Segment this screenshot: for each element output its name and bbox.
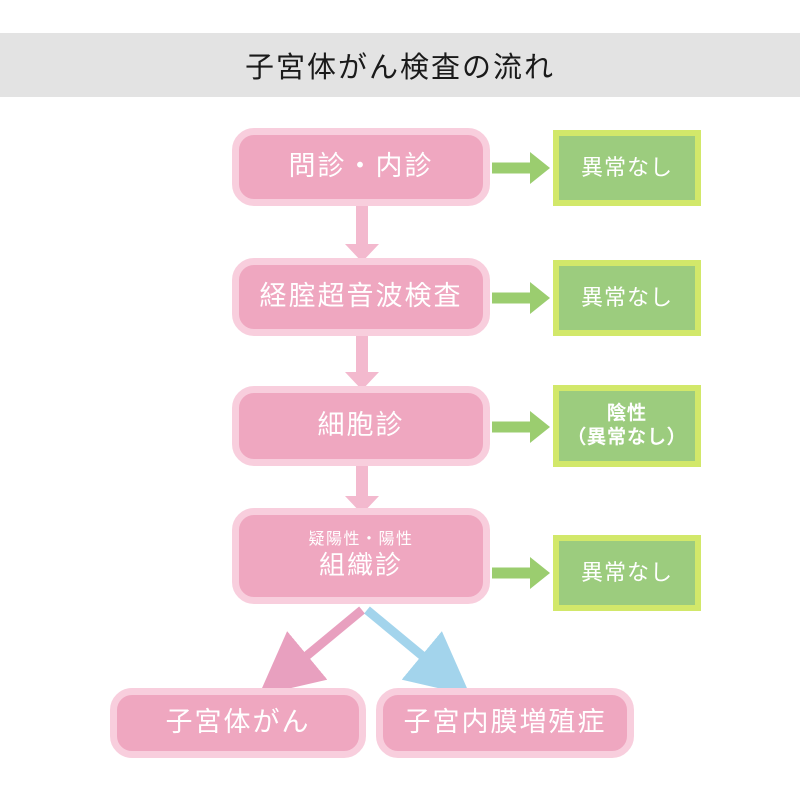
process-label-step-1: 問診・内診 (288, 151, 434, 182)
arrow-shaft (492, 421, 532, 433)
process-label-step-3: 細胞診 (317, 410, 405, 441)
process-label-step-4: 組織診 (318, 550, 403, 581)
connector-step-4-to-result (492, 557, 550, 589)
result-label-step-4-line-1: 異常なし (580, 560, 673, 586)
arrow-head (530, 152, 550, 184)
process-label-step-2: 経腟超音波検査 (259, 281, 463, 312)
result-box-step-2[interactable]: 異常なし (553, 260, 701, 336)
arrow-head (345, 372, 379, 390)
arrow-head (530, 557, 550, 589)
branch-arrow-left (258, 606, 365, 696)
connector-step-1-to-step-2 (330, 206, 394, 264)
process-sublabel-step-4: 疑陽性・陽性 (308, 530, 414, 548)
connector-step-3-to-result (492, 411, 550, 443)
connector-step-2-to-result (492, 282, 550, 314)
arrow-shaft (492, 567, 532, 579)
result-label-step-3-line-1: 陰性 (606, 403, 647, 425)
branch-arrow-right (364, 606, 471, 696)
process-box-step-2[interactable]: 経腟超音波検査 (232, 258, 490, 336)
arrow-head (530, 282, 550, 314)
process-box-step-3[interactable]: 細胞診 (232, 386, 490, 466)
result-box-step-1[interactable]: 異常なし (553, 130, 701, 206)
arrow-shaft (356, 206, 368, 246)
outcome-label-left: 子宮体がん (165, 707, 311, 738)
arrow-head (345, 244, 379, 262)
result-box-step-3[interactable]: 陰性 （異常なし） (553, 385, 701, 467)
arrow-shaft (356, 336, 368, 374)
arrow-shaft (356, 466, 368, 498)
process-box-step-1[interactable]: 問診・内診 (232, 128, 490, 206)
arrow-shaft (492, 292, 532, 304)
result-label-step-2-line-1: 異常なし (580, 285, 673, 311)
arrow-shaft (492, 162, 532, 174)
outcome-label-right: 子宮内膜増殖症 (403, 707, 607, 738)
result-box-step-4[interactable]: 異常なし (553, 535, 701, 611)
connector-step-2-to-step-3 (330, 336, 394, 392)
connector-step-1-to-result (492, 152, 550, 184)
arrow-head (530, 411, 550, 443)
outcome-box-right[interactable]: 子宮内膜増殖症 (376, 688, 634, 758)
header-band: 子宮体がん検査の流れ (0, 33, 800, 97)
outcome-box-left[interactable]: 子宮体がん (110, 688, 366, 758)
result-label-step-1-line-1: 異常なし (580, 155, 673, 181)
page-title: 子宮体がん検査の流れ (244, 52, 555, 84)
process-box-step-4[interactable]: 疑陽性・陽性 組織診 (232, 508, 490, 604)
result-label-step-3-line-2: （異常なし） (566, 427, 687, 448)
